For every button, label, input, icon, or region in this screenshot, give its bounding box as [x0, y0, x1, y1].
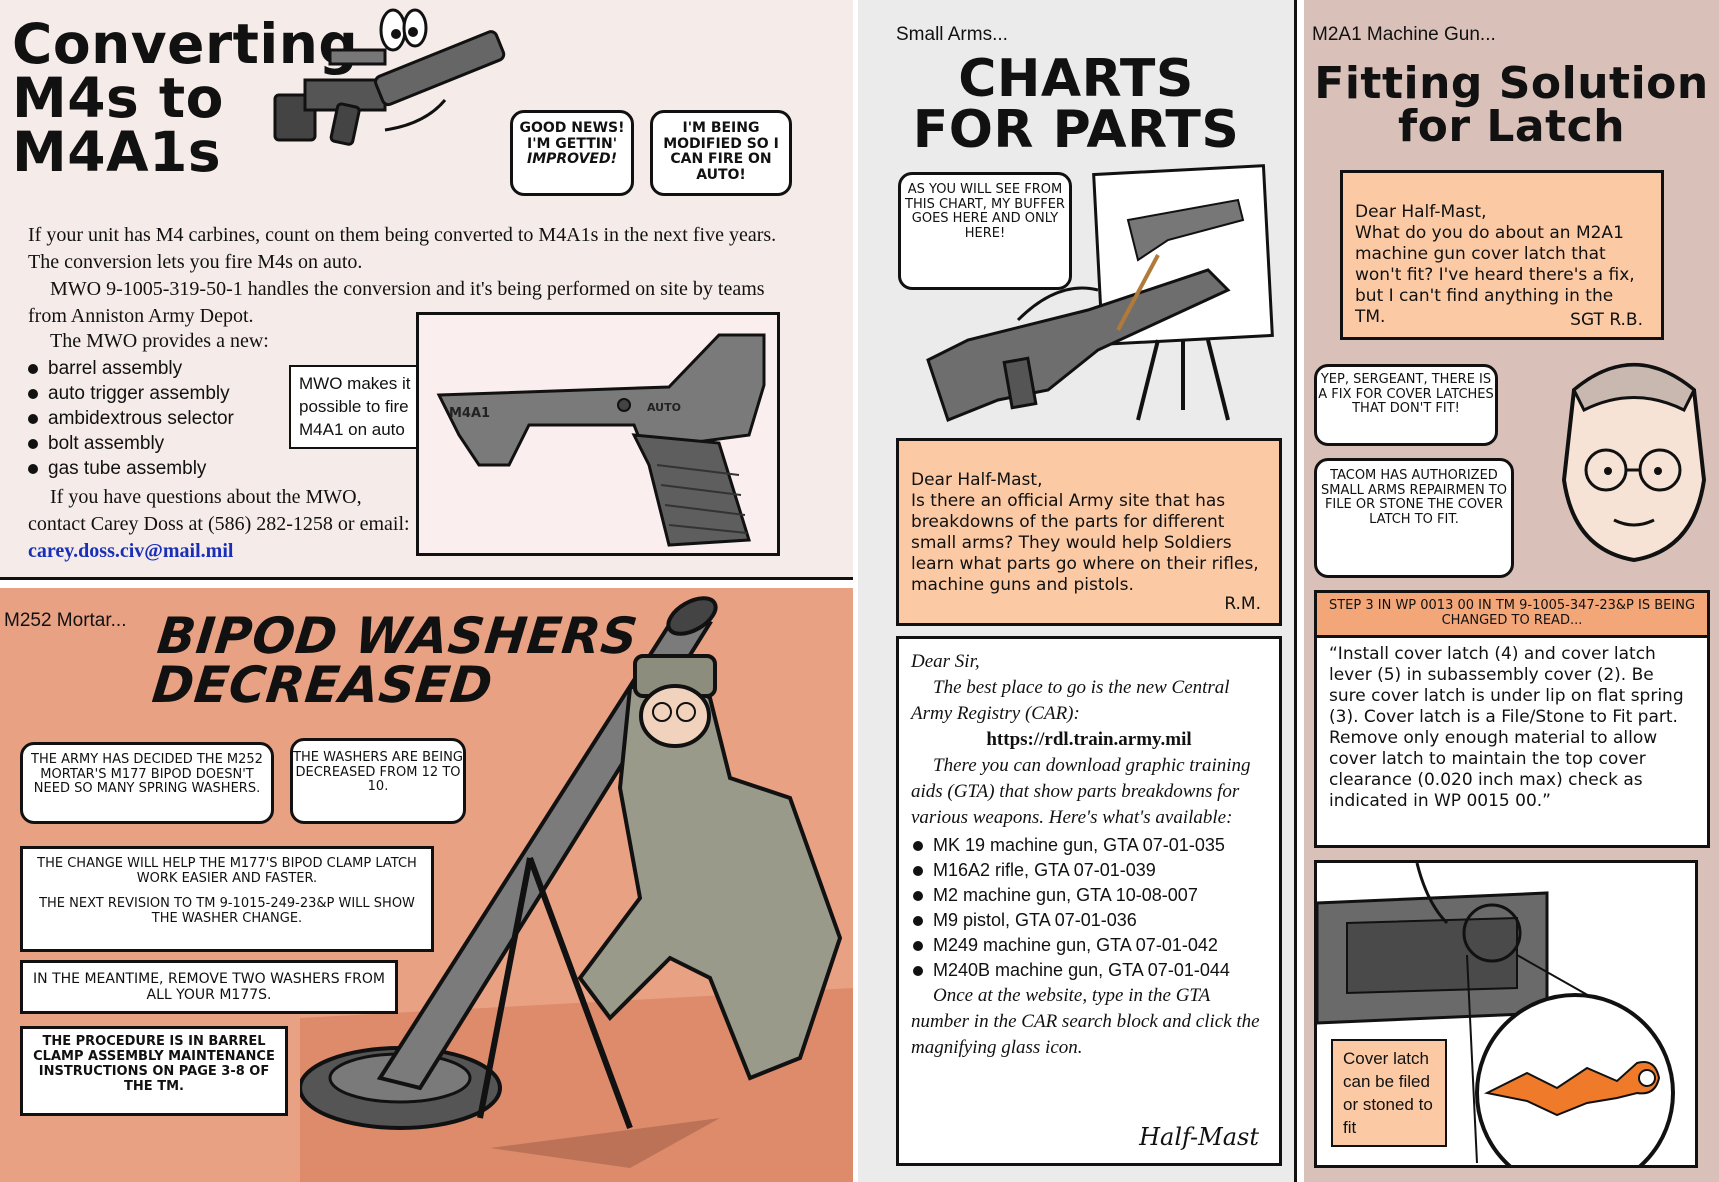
selector-auto-mark: AUTO	[647, 401, 681, 414]
reply-paragraph-gta: There you can download graphic training …	[911, 755, 1251, 828]
mortar-kicker: M252 Mortar...	[4, 610, 127, 631]
cover-latch-callout: Cover latch can be filed or stoned to fi…	[1331, 1039, 1447, 1147]
m4-parts-list-item: ambidextrous selector	[26, 406, 234, 431]
m4-lower-receiver-illustration: M4A1 AUTO	[416, 312, 780, 556]
sergeant-face-illustration	[1561, 363, 1707, 563]
m4-contact-email-link[interactable]: carey.doss.civ@mail.mil	[28, 540, 234, 562]
latch-article-title: Fitting Solution for Latch	[1314, 58, 1709, 153]
reply-greeting: Dear Sir,	[911, 651, 980, 672]
charts-reader-letter: Dear Half-Mast, Is there an official Arm…	[896, 438, 1282, 626]
column-divider-left	[853, 0, 858, 1182]
reply-car-url[interactable]: https://rdl.train.army.mil	[986, 729, 1192, 750]
m4-parts-list-item: auto trigger assembly	[26, 381, 234, 406]
m4-paragraph-contact: If you have questions about the MWO, con…	[28, 486, 410, 562]
latch-reader-letter: Dear Half-Mast, What do you do about an …	[1340, 170, 1664, 340]
column-divider-right	[1294, 0, 1304, 1182]
mortar-caption-remove-washers: IN THE MEANTIME, REMOVE TWO WASHERS FROM…	[20, 960, 398, 1014]
gta-list-item: M16A2 rifle, GTA 07-01-039	[911, 858, 1267, 883]
latch-speech-bubble-fix: YEP, SERGEANT, THERE IS A FIX FOR COVER …	[1314, 364, 1498, 446]
m4-parts-list-item: barrel assembly	[26, 356, 234, 381]
easel-rifle-chart-illustration	[926, 164, 1274, 422]
latch-step-change-box: STEP 3 IN WP 0013 00 IN TM 9-1005-347-23…	[1314, 590, 1710, 848]
cartoon-m4-carbine-illustration	[273, 8, 506, 146]
m4-paragraph-provides: The MWO provides a new:	[50, 330, 269, 352]
m4-speech-bubble-modified: I'M BEING MODIFIED SO I CAN FIRE ON AUTO…	[650, 110, 792, 196]
gta-list-item: M2 machine gun, GTA 10-08-007	[911, 883, 1267, 908]
gta-list-item: MK 19 machine gun, GTA 07-01-035	[911, 833, 1267, 858]
mortar-caption-procedure: THE PROCEDURE IS IN BARREL CLAMP ASSEMBL…	[20, 1026, 288, 1116]
m4-callout-box: MWO makes it possible to fire M4A1 on au…	[289, 365, 429, 449]
mortar-speech-bubble-army-decided: THE ARMY HAS DECIDED THE M252 MORTAR'S M…	[20, 742, 274, 824]
half-mast-signature: Half-Mast	[1139, 1123, 1259, 1151]
latch-speech-bubble-tacom: TACOM HAS AUTHORIZED SMALL ARMS REPAIRME…	[1314, 458, 1514, 578]
latch-step-header: STEP 3 IN WP 0013 00 IN TM 9-1005-347-23…	[1317, 593, 1707, 638]
article-fitting-solution-latch: M2A1 Machine Gun... Fitting Solution for…	[1304, 0, 1719, 1182]
cover-latch-drawing	[1315, 862, 1675, 1182]
m4-paragraph-intro: If your unit has M4 carbines, count on t…	[28, 224, 777, 273]
section-divider-horizontal	[0, 577, 853, 588]
cover-latch-illustration: Cover latch can be filed or stoned to fi…	[1314, 860, 1698, 1182]
reply-paragraph-search: Once at the website, type in the GTA num…	[911, 985, 1260, 1058]
latch-kicker: M2A1 Machine Gun...	[1312, 24, 1496, 45]
charts-reply-letter: Dear Sir, The best place to go is the ne…	[896, 636, 1282, 1166]
mortar-speech-bubble-washers-decreased: THE WASHERS ARE BEING DECREASED FROM 12 …	[290, 738, 466, 824]
m4-article-title: Converting M4s to M4A1s	[12, 12, 359, 184]
gta-list-item: M9 pistol, GTA 07-01-036	[911, 908, 1267, 933]
charts-kicker: Small Arms...	[896, 24, 1008, 45]
latch-step-text: “Install cover latch (4) and cover latch…	[1329, 643, 1684, 811]
m4-parts-list-item: gas tube assembly	[26, 456, 234, 481]
receiver-model-mark: M4A1	[449, 406, 490, 421]
charts-speech-bubble-buffer: AS YOU WILL SEE FROM THIS CHART, MY BUFF…	[898, 172, 1072, 290]
lower-receiver-drawing: M4A1 AUTO	[436, 333, 766, 547]
m4-article-body: If your unit has M4 carbines, count on t…	[28, 222, 780, 330]
mortar-caption-change-help: THE CHANGE WILL HELP THE M177'S BIPOD CL…	[20, 846, 434, 952]
m4-speech-bubble-good-news: GOOD NEWS! I'M GETTIN' IMPROVED!	[510, 110, 634, 196]
reply-paragraph-car: The best place to go is the new Central …	[911, 677, 1230, 724]
charts-article-title: CHARTS FOR PARTS	[912, 49, 1240, 160]
article-bipod-washers: M252 Mortar... BIPOD WASHERS DECREASED T…	[0, 588, 853, 1182]
article-m4-conversion: Converting M4s to M4A1s GOOD NEWS! I'M G…	[0, 0, 853, 577]
m4-parts-list-item: bolt assembly	[26, 431, 234, 456]
gta-list-item: M249 machine gun, GTA 07-01-042	[911, 933, 1267, 958]
soldier-with-m252-mortar-illustration	[300, 596, 853, 1182]
article-charts-for-parts: Small Arms... CHARTS FOR PARTS AS YOU WI…	[858, 0, 1294, 1182]
gta-list-item: M240B machine gun, GTA 07-01-044	[911, 958, 1267, 983]
m4-paragraph-mwo: MWO 9-1005-319-50-1 handles the conversi…	[28, 278, 765, 327]
